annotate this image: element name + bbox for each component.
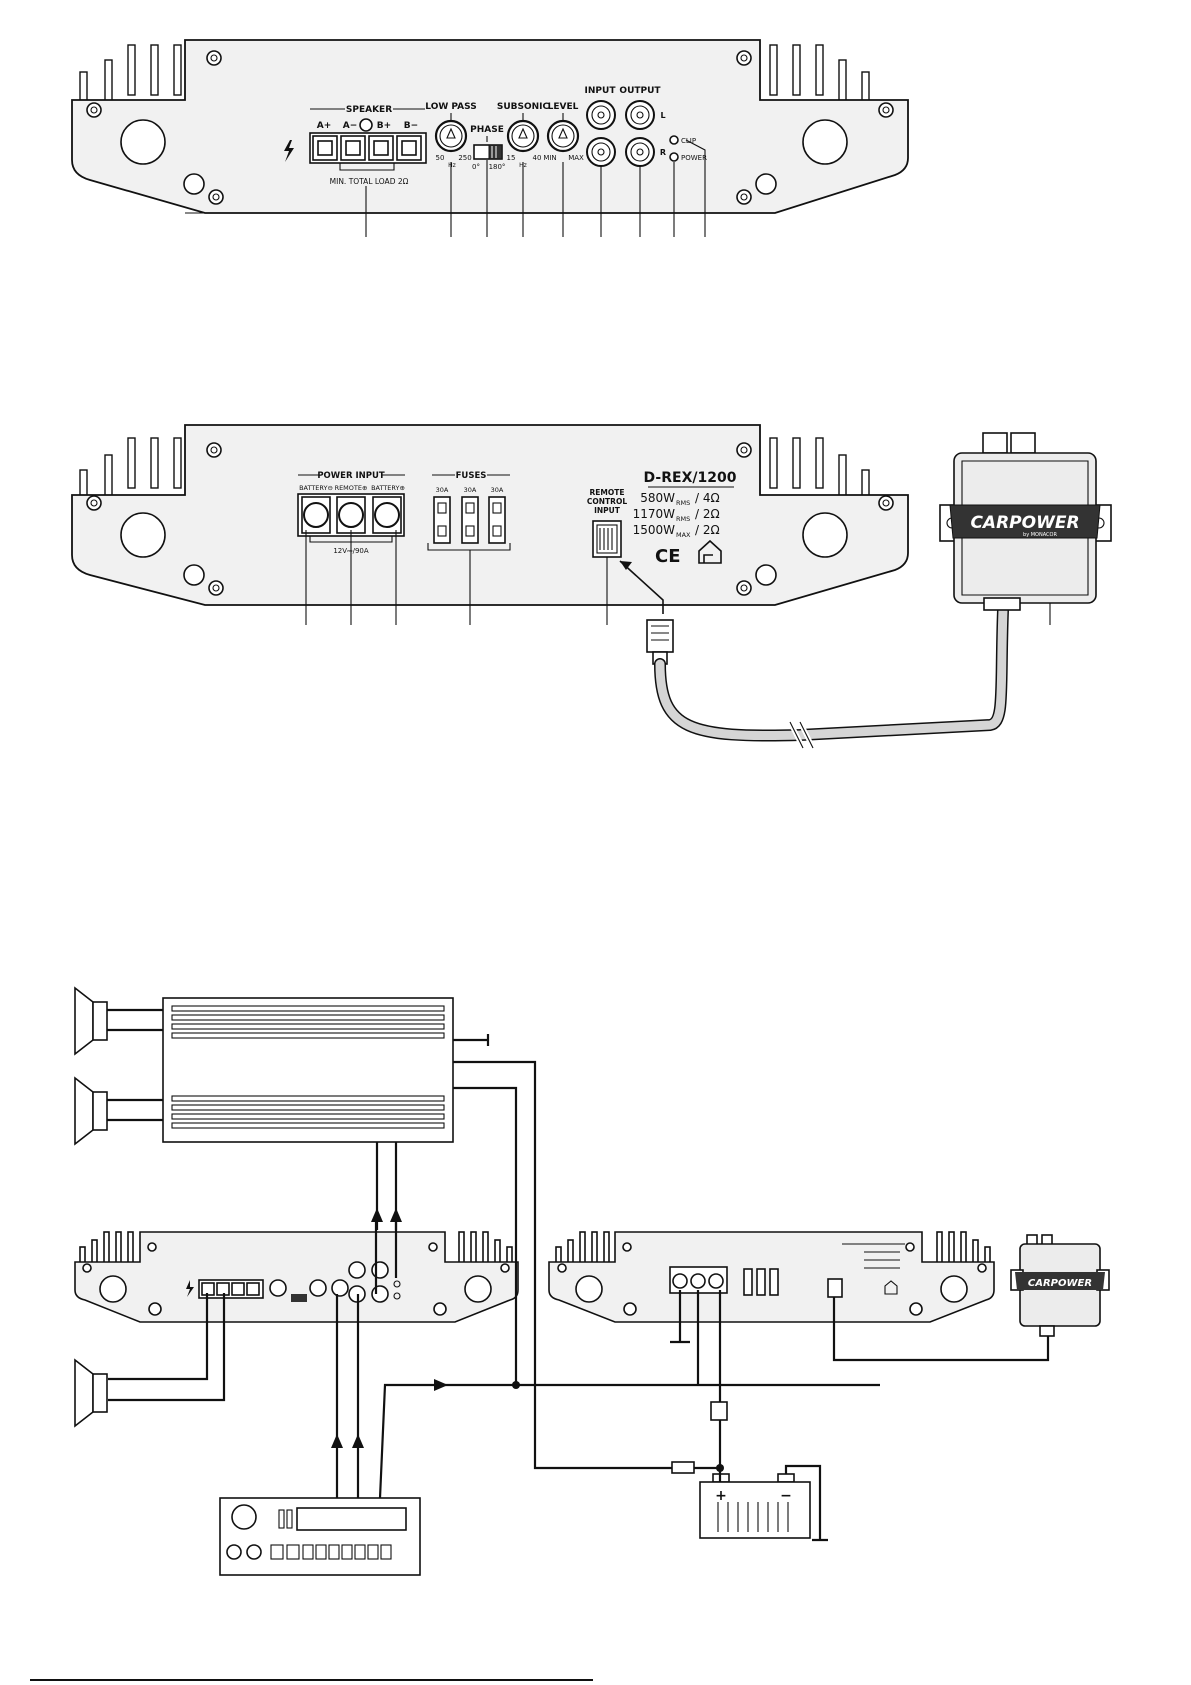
battery-minus: − — [780, 1488, 792, 1504]
svg-text:REMOTE: REMOTE — [590, 488, 625, 497]
svg-text:RMS: RMS — [676, 499, 690, 507]
rear-panel-figure: POWER INPUT BATTERY⊖ REMOTE⊕ BATTERY⊕ 12… — [71, 424, 1112, 750]
svg-text:30A: 30A — [491, 486, 504, 494]
inline-fuse — [671, 1401, 728, 1474]
rear-screws — [86, 442, 894, 596]
svg-text:250: 250 — [458, 154, 471, 162]
clip-led — [669, 135, 679, 145]
rca-jacks-front[interactable] — [586, 100, 655, 167]
power-label: POWER — [681, 154, 707, 162]
remote-cable-plug — [646, 619, 674, 665]
subsonic-label: SUBSONIC — [497, 102, 550, 112]
mount-hole — [802, 119, 848, 165]
output-label: OUTPUT — [619, 86, 661, 96]
svg-text:/ 4Ω: / 4Ω — [695, 491, 720, 505]
svg-text:15: 15 — [507, 154, 516, 162]
mount-hole — [120, 512, 166, 558]
terminal-label: B+ — [377, 121, 391, 131]
phase-switch[interactable] — [473, 144, 503, 160]
svg-text:CONTROL: CONTROL — [587, 497, 627, 506]
main-amplifier-front — [74, 1231, 519, 1323]
mount-hole — [120, 119, 166, 165]
svg-text:1500W: 1500W — [633, 523, 676, 537]
phase-label: PHASE — [470, 125, 504, 135]
min-load-label: MIN. TOTAL LOAD 2Ω — [330, 177, 409, 186]
terminal-label: B− — [404, 121, 418, 131]
speaker-icon — [74, 1358, 108, 1428]
svg-text:by MONACOR: by MONACOR — [1023, 532, 1057, 538]
svg-text:30A: 30A — [436, 486, 449, 494]
svg-text:50: 50 — [436, 154, 445, 162]
speaker-label: SPEAKER — [346, 105, 392, 115]
svg-text:/ 2Ω: / 2Ω — [695, 507, 720, 521]
power-terminal-label: REMOTE⊕ — [335, 484, 368, 492]
remote-control-unit-small: CARPOWER — [1010, 1234, 1110, 1337]
front-panel-figure: SPEAKER A+ A− B+ B− MIN. TOTAL LOAD 2Ω L… — [71, 39, 909, 237]
svg-text:CARPOWER: CARPOWER — [1028, 1278, 1092, 1289]
svg-text:580W: 580W — [640, 491, 675, 505]
svg-text:MAX: MAX — [676, 531, 691, 539]
power-input-label: POWER INPUT — [317, 471, 385, 481]
low-pass-label: LOW PASS — [425, 102, 476, 112]
front-callout-lines — [365, 139, 706, 237]
speaker-icon — [74, 986, 108, 1056]
signal-arrows — [331, 1208, 448, 1448]
wiring-lines — [108, 1060, 1050, 1542]
second-amplifier-top — [162, 997, 454, 1143]
model-name: D-REX/1200 — [644, 470, 737, 486]
remote-control-unit[interactable]: ▼ ▲ CARPOWER by MONACOR — [939, 432, 1112, 611]
subsonic-knob[interactable] — [506, 119, 540, 153]
remote-cable — [654, 604, 1009, 742]
channel-right-label: R — [660, 148, 666, 157]
terminal-label: A− — [343, 121, 358, 131]
level-knob[interactable] — [546, 119, 580, 153]
svg-text:RMS: RMS — [676, 515, 690, 523]
carpower-logo: CARPOWER — [970, 513, 1079, 533]
svg-text:MIN: MIN — [543, 154, 556, 162]
power-led — [669, 152, 679, 162]
power-terminal-label: BATTERY⊖ — [299, 484, 333, 492]
fuses-label: FUSES — [456, 471, 487, 481]
low-pass-knob[interactable] — [434, 119, 468, 153]
main-amplifier-rear — [548, 1231, 995, 1323]
head-unit — [219, 1497, 421, 1576]
car-battery: + − — [699, 1473, 811, 1539]
speaker-icon — [74, 1076, 108, 1146]
ce-mark: CE — [655, 546, 681, 567]
svg-text:30A: 30A — [464, 486, 477, 494]
mount-hole — [802, 512, 848, 558]
svg-text:0°: 0° — [472, 163, 480, 171]
level-label: LEVEL — [548, 102, 579, 112]
indoor-use-icon — [698, 539, 722, 564]
speaker-center-screw — [359, 118, 373, 132]
warning-bolt-icon — [284, 140, 294, 162]
front-screws — [86, 50, 894, 205]
svg-text:Hz: Hz — [448, 162, 456, 169]
battery-plus: + — [715, 1488, 727, 1504]
svg-text:40: 40 — [533, 154, 542, 162]
remote-control-jack[interactable] — [592, 520, 622, 558]
fuse-holders — [427, 496, 511, 551]
power-ratings: 580W RMS / 4Ω 1170W RMS / 2Ω 1500W MAX /… — [633, 491, 720, 539]
terminal-label: A+ — [317, 121, 332, 131]
arrow-to-jack — [619, 560, 664, 614]
input-label: INPUT — [585, 86, 617, 96]
svg-text:/ 2Ω: / 2Ω — [695, 523, 720, 537]
speaker-terminal-block — [309, 132, 427, 171]
channel-left-label: L — [660, 111, 665, 120]
wiring-figure: CARPOWER + − — [74, 986, 1110, 1576]
power-terminal-label: BATTERY⊕ — [371, 484, 405, 492]
svg-text:180°: 180° — [489, 163, 506, 171]
rear-callout-lines — [305, 530, 1051, 625]
svg-text:MAX: MAX — [568, 154, 584, 162]
svg-text:1170W: 1170W — [633, 507, 676, 521]
front-chassis — [71, 39, 909, 214]
svg-text:INPUT: INPUT — [594, 506, 621, 515]
